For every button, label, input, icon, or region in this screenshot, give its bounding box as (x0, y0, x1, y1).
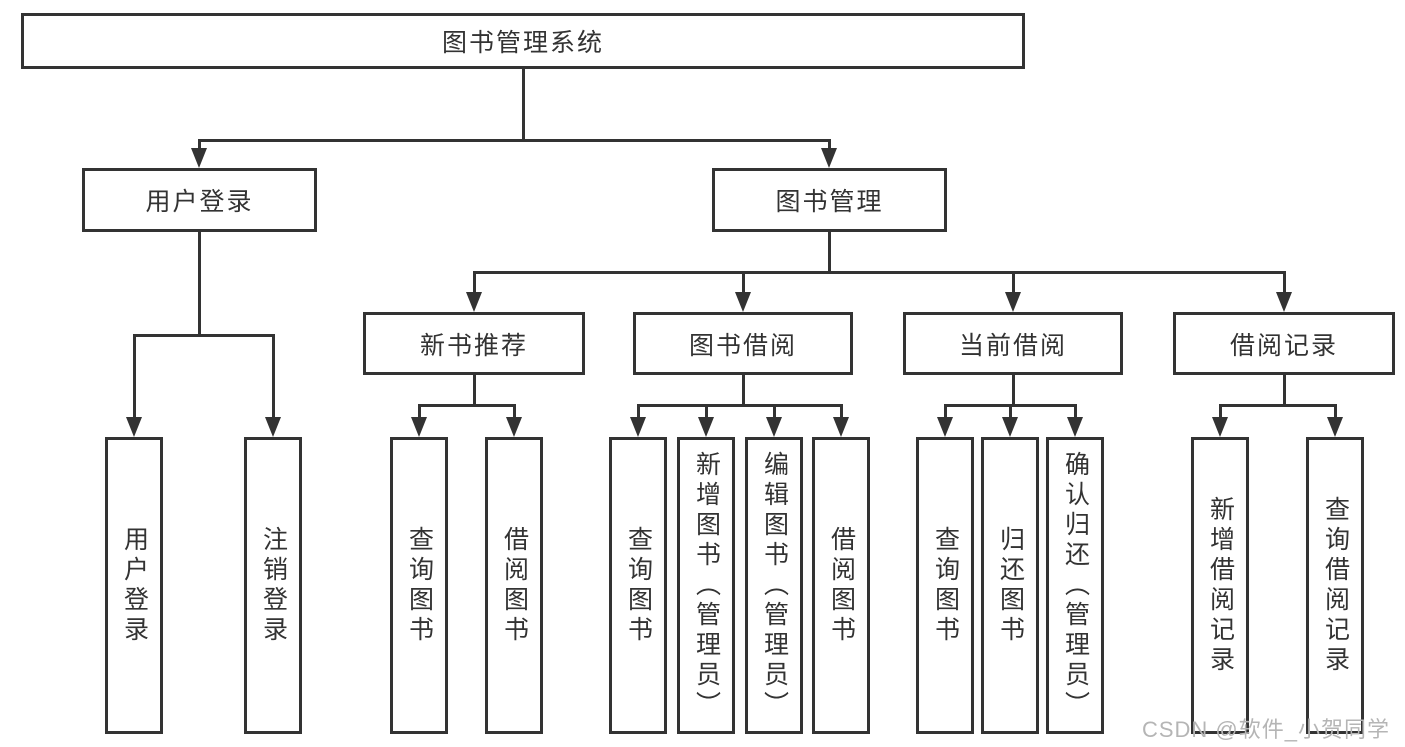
arrowhead-down-icon (265, 417, 281, 437)
arrowhead-down-icon (821, 148, 837, 168)
arrowhead-down-icon (191, 148, 207, 168)
connector-bar-2 (472, 270, 1286, 274)
node-label-leaf-query-book-1: 查询图书 (405, 525, 434, 646)
arrowhead-down-icon (411, 417, 427, 437)
node-leaf-query-book-1: 查询图书 (390, 437, 448, 734)
node-label-leaf-add-borrow-record: 新增借阅记录 (1206, 495, 1235, 676)
node-leaf-edit-book-admin: 编辑图书（管理员） (745, 437, 803, 734)
connector-stem-0-0 (197, 140, 201, 148)
connector-stem-1-0 (132, 335, 136, 417)
connector-trunk-0 (521, 69, 525, 142)
arrowhead-down-icon (1212, 417, 1228, 437)
arrowhead-down-icon (630, 417, 646, 437)
connector-stem-1-1 (271, 335, 275, 417)
connector-stem-4-2 (772, 405, 776, 417)
connector-trunk-6 (1282, 375, 1286, 407)
arrowhead-down-icon (1276, 292, 1292, 312)
node-label-book-borrowing: 图书借阅 (688, 331, 797, 360)
connector-stem-2-3 (1282, 272, 1286, 292)
arrowhead-down-icon (466, 292, 482, 312)
arrowhead-down-icon (698, 417, 714, 437)
node-label-current-borrowing: 当前借阅 (958, 331, 1067, 360)
connector-stem-5-2 (1073, 405, 1077, 417)
arrowhead-down-icon (1002, 417, 1018, 437)
node-leaf-query-book-2: 查询图书 (609, 437, 667, 734)
node-borrowing-records: 借阅记录 (1173, 312, 1395, 375)
node-leaf-query-borrow-record: 查询借阅记录 (1306, 437, 1364, 734)
node-book-management: 图书管理 (712, 168, 947, 232)
connector-bar-6 (1218, 403, 1337, 407)
node-leaf-add-book-admin: 新增图书（管理员） (677, 437, 735, 734)
node-label-borrowing-records: 借阅记录 (1229, 331, 1338, 360)
node-label-new-book-recommend: 新书推荐 (419, 331, 528, 360)
node-label-leaf-query-book-3: 查询图书 (931, 525, 960, 646)
connector-stem-3-0 (417, 405, 421, 417)
connector-stem-2-0 (472, 272, 476, 292)
connector-stem-6-1 (1333, 405, 1337, 417)
connector-trunk-5 (1011, 375, 1015, 407)
node-label-leaf-logout: 注销登录 (259, 525, 288, 646)
node-current-borrowing: 当前借阅 (903, 312, 1123, 375)
connector-bar-1 (132, 333, 275, 337)
node-root: 图书管理系统 (21, 13, 1025, 69)
node-leaf-query-book-3: 查询图书 (916, 437, 974, 734)
connector-trunk-3 (472, 375, 476, 407)
node-label-leaf-borrow-book-2: 借阅图书 (827, 525, 856, 646)
connector-trunk-4 (741, 375, 745, 407)
arrowhead-down-icon (1327, 417, 1343, 437)
watermark: CSDN @软件_小贺同学 (1141, 717, 1390, 742)
arrowhead-down-icon (833, 417, 849, 437)
connector-stem-5-0 (943, 405, 947, 417)
node-leaf-logout: 注销登录 (244, 437, 302, 734)
connector-stem-2-2 (1011, 272, 1015, 292)
node-label-leaf-return-book: 归还图书 (996, 525, 1025, 646)
node-leaf-borrow-book-1: 借阅图书 (485, 437, 543, 734)
node-label-leaf-query-borrow-record: 查询借阅记录 (1321, 495, 1350, 676)
node-label-root: 图书管理系统 (441, 29, 604, 57)
connector-stem-6-0 (1218, 405, 1222, 417)
arrowhead-down-icon (735, 292, 751, 312)
node-user-login: 用户登录 (82, 168, 317, 232)
connector-stem-4-1 (704, 405, 708, 417)
node-label-book-management: 图书管理 (775, 188, 884, 216)
arrowhead-down-icon (766, 417, 782, 437)
arrowhead-down-icon (1005, 292, 1021, 312)
arrowhead-down-icon (937, 417, 953, 437)
connector-stem-2-1 (741, 272, 745, 292)
node-label-leaf-confirm-return: 确认归还（管理员） (1061, 450, 1090, 721)
connector-stem-4-0 (636, 405, 640, 417)
node-leaf-borrow-book-2: 借阅图书 (812, 437, 870, 734)
connector-bar-3 (417, 403, 516, 407)
node-book-borrowing: 图书借阅 (633, 312, 853, 375)
arrowhead-down-icon (126, 417, 142, 437)
node-new-book-recommend: 新书推荐 (363, 312, 585, 375)
node-label-leaf-borrow-book-1: 借阅图书 (500, 525, 529, 646)
arrowhead-down-icon (506, 417, 522, 437)
connector-bar-4 (636, 403, 843, 407)
node-label-leaf-query-book-2: 查询图书 (624, 525, 653, 646)
connector-stem-5-1 (1008, 405, 1012, 417)
arrowhead-down-icon (1067, 417, 1083, 437)
node-leaf-confirm-return: 确认归还（管理员） (1046, 437, 1104, 734)
connector-bar-0 (197, 138, 831, 142)
connector-trunk-2 (827, 232, 831, 274)
node-label-leaf-user-login: 用户登录 (120, 525, 149, 646)
node-label-leaf-add-book-admin: 新增图书（管理员） (692, 450, 721, 721)
node-leaf-return-book: 归还图书 (981, 437, 1039, 734)
connector-stem-3-1 (512, 405, 516, 417)
connector-trunk-1 (197, 232, 201, 337)
connector-stem-4-3 (839, 405, 843, 417)
node-leaf-user-login: 用户登录 (105, 437, 163, 734)
node-label-user-login: 用户登录 (145, 188, 254, 216)
connector-stem-0-1 (827, 140, 831, 148)
node-leaf-add-borrow-record: 新增借阅记录 (1191, 437, 1249, 734)
node-label-leaf-edit-book-admin: 编辑图书（管理员） (760, 450, 789, 721)
